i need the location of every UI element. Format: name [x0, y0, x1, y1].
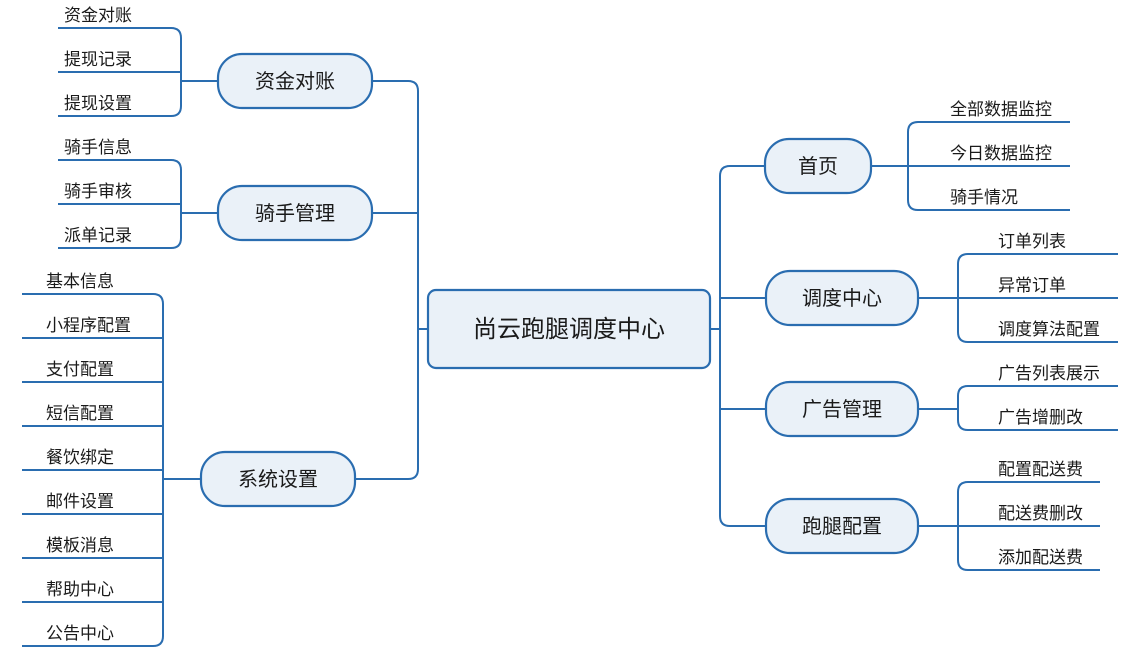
leaf-item: 提现设置	[64, 94, 132, 114]
leaf-item: 广告增删改	[998, 408, 1083, 428]
branch-label: 跑腿配置	[802, 514, 882, 538]
leaf-item: 提现记录	[64, 50, 132, 70]
leaf-item: 配送费删改	[998, 504, 1083, 524]
leaf-item: 订单列表	[998, 232, 1066, 252]
leaf-item: 邮件设置	[46, 492, 114, 512]
leaf-item: 广告列表展示	[998, 364, 1100, 384]
leaf-item: 餐饮绑定	[46, 448, 114, 468]
leaf-bracket	[957, 385, 1118, 431]
branch-label: 系统设置	[238, 467, 318, 491]
root-node: 尚云跑腿调度中心	[426, 288, 712, 370]
leaf-item: 短信配置	[46, 404, 114, 424]
connectors	[22, 27, 1118, 647]
leaf-item: 小程序配置	[46, 316, 131, 336]
leaf-item: 全部数据监控	[950, 100, 1052, 120]
branch-node-right-3: 跑腿配置	[764, 497, 920, 555]
branch-node-right-2: 广告管理	[764, 380, 920, 438]
leaf-item: 派单记录	[64, 226, 132, 246]
branch-label: 广告管理	[802, 397, 882, 421]
leaf-item: 帮助中心	[46, 580, 114, 600]
leaf-item: 异常订单	[998, 276, 1066, 296]
branch-node-left-1: 骑手管理	[216, 184, 374, 242]
branch-node-left-0: 资金对账	[216, 52, 374, 110]
left-trunk	[355, 80, 419, 480]
branch-node-right-0: 首页	[763, 137, 873, 195]
branch-label: 调度中心	[802, 286, 882, 310]
leaf-items: 资金对账提现记录提现设置骑手信息骑手审核派单记录基本信息小程序配置支付配置短信配…	[46, 6, 1100, 644]
leaf-item: 骑手情况	[950, 188, 1018, 208]
branch-node-right-1: 调度中心	[764, 269, 920, 327]
leaf-item: 今日数据监控	[950, 144, 1052, 164]
leaf-item: 调度算法配置	[998, 320, 1100, 340]
branch-label: 骑手管理	[255, 201, 335, 225]
leaf-item: 公告中心	[46, 624, 114, 644]
leaf-item: 基本信息	[46, 272, 114, 292]
branch-node-left-2: 系统设置	[199, 450, 357, 508]
leaf-item: 配置配送费	[998, 460, 1083, 480]
right-trunk	[719, 165, 766, 527]
leaf-item: 支付配置	[46, 360, 114, 380]
leaf-item: 添加配送费	[998, 548, 1083, 568]
branch-label: 资金对账	[255, 69, 335, 93]
leaf-item: 资金对账	[64, 6, 132, 26]
leaf-item: 模板消息	[46, 536, 114, 556]
leaf-item: 骑手审核	[64, 182, 132, 202]
branch-label: 首页	[798, 154, 838, 178]
root-label: 尚云跑腿调度中心	[473, 315, 665, 343]
leaf-item: 骑手信息	[64, 138, 132, 158]
